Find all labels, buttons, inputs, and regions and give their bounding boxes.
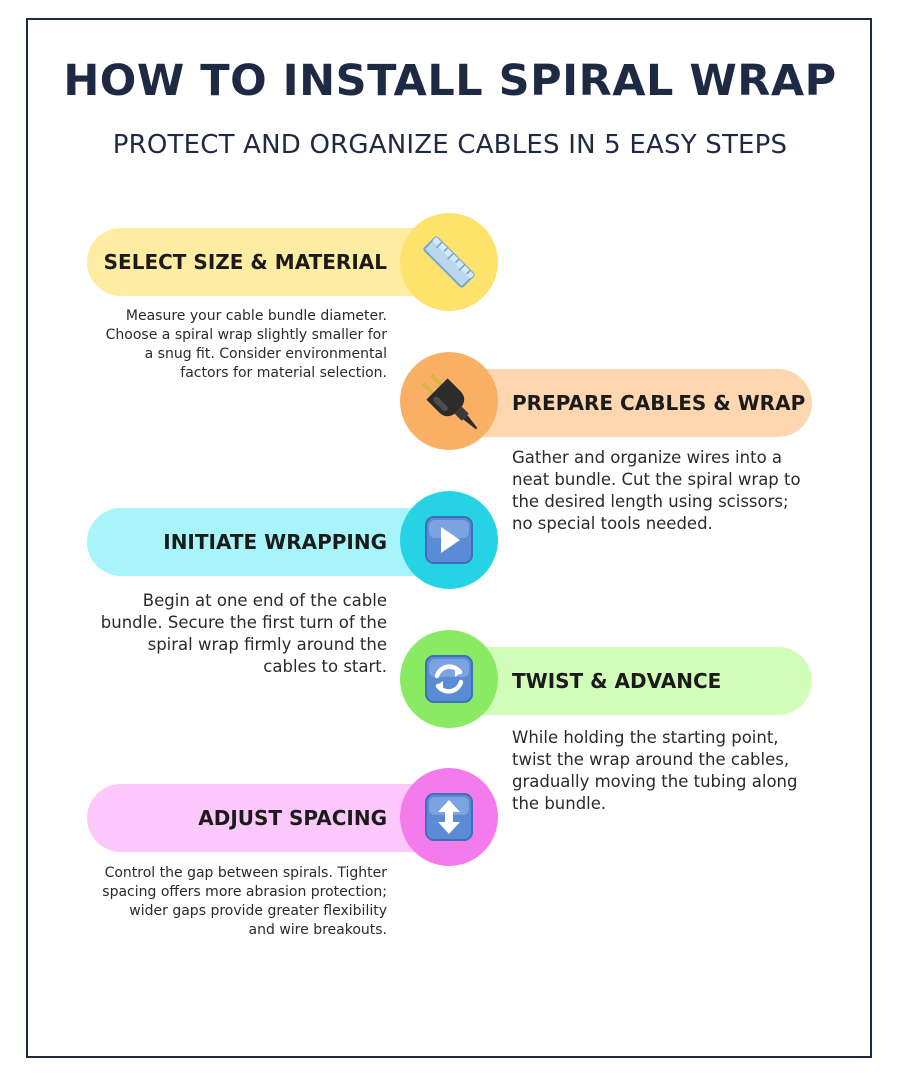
step-4-badge bbox=[400, 630, 498, 728]
ruler-icon bbox=[423, 236, 475, 288]
step-1-badge bbox=[400, 213, 498, 311]
step-2-label: PREPARE CABLES & WRAP bbox=[512, 391, 806, 415]
step-4-label: TWIST & ADVANCE bbox=[512, 669, 722, 693]
page-title: HOW TO INSTALL SPIRAL WRAP bbox=[63, 56, 837, 106]
electric-plug-icon bbox=[421, 373, 478, 430]
up-down-arrow-icon bbox=[425, 793, 473, 841]
step-2-badge bbox=[400, 352, 498, 450]
play-button-icon bbox=[425, 516, 473, 564]
step-3-badge bbox=[400, 491, 498, 589]
step-5-description: Control the gap between spirals. Tighter… bbox=[102, 865, 387, 938]
page-subtitle: PROTECT AND ORGANIZE CABLES IN 5 EASY ST… bbox=[112, 130, 788, 160]
step-5-banner: ADJUST SPACING bbox=[87, 784, 467, 852]
step-1-description: Measure your cable bundle diameter. Choo… bbox=[105, 308, 387, 381]
step-1-label: SELECT SIZE & MATERIAL bbox=[103, 250, 387, 274]
step-5-label: ADJUST SPACING bbox=[198, 806, 387, 830]
step-2-description: Gather and organize wires into a neat bu… bbox=[512, 448, 801, 533]
step-5-badge bbox=[400, 768, 498, 866]
step-3-label: INITIATE WRAPPING bbox=[163, 530, 387, 554]
step-4-description: While holding the starting point, twist … bbox=[512, 728, 798, 813]
infographic-frame bbox=[26, 18, 872, 1058]
rotate-arrows-icon bbox=[425, 655, 473, 703]
step-4-banner: TWIST & ADVANCE bbox=[434, 647, 812, 715]
step-3-description: Begin at one end of the cable bundle. Se… bbox=[100, 591, 387, 676]
